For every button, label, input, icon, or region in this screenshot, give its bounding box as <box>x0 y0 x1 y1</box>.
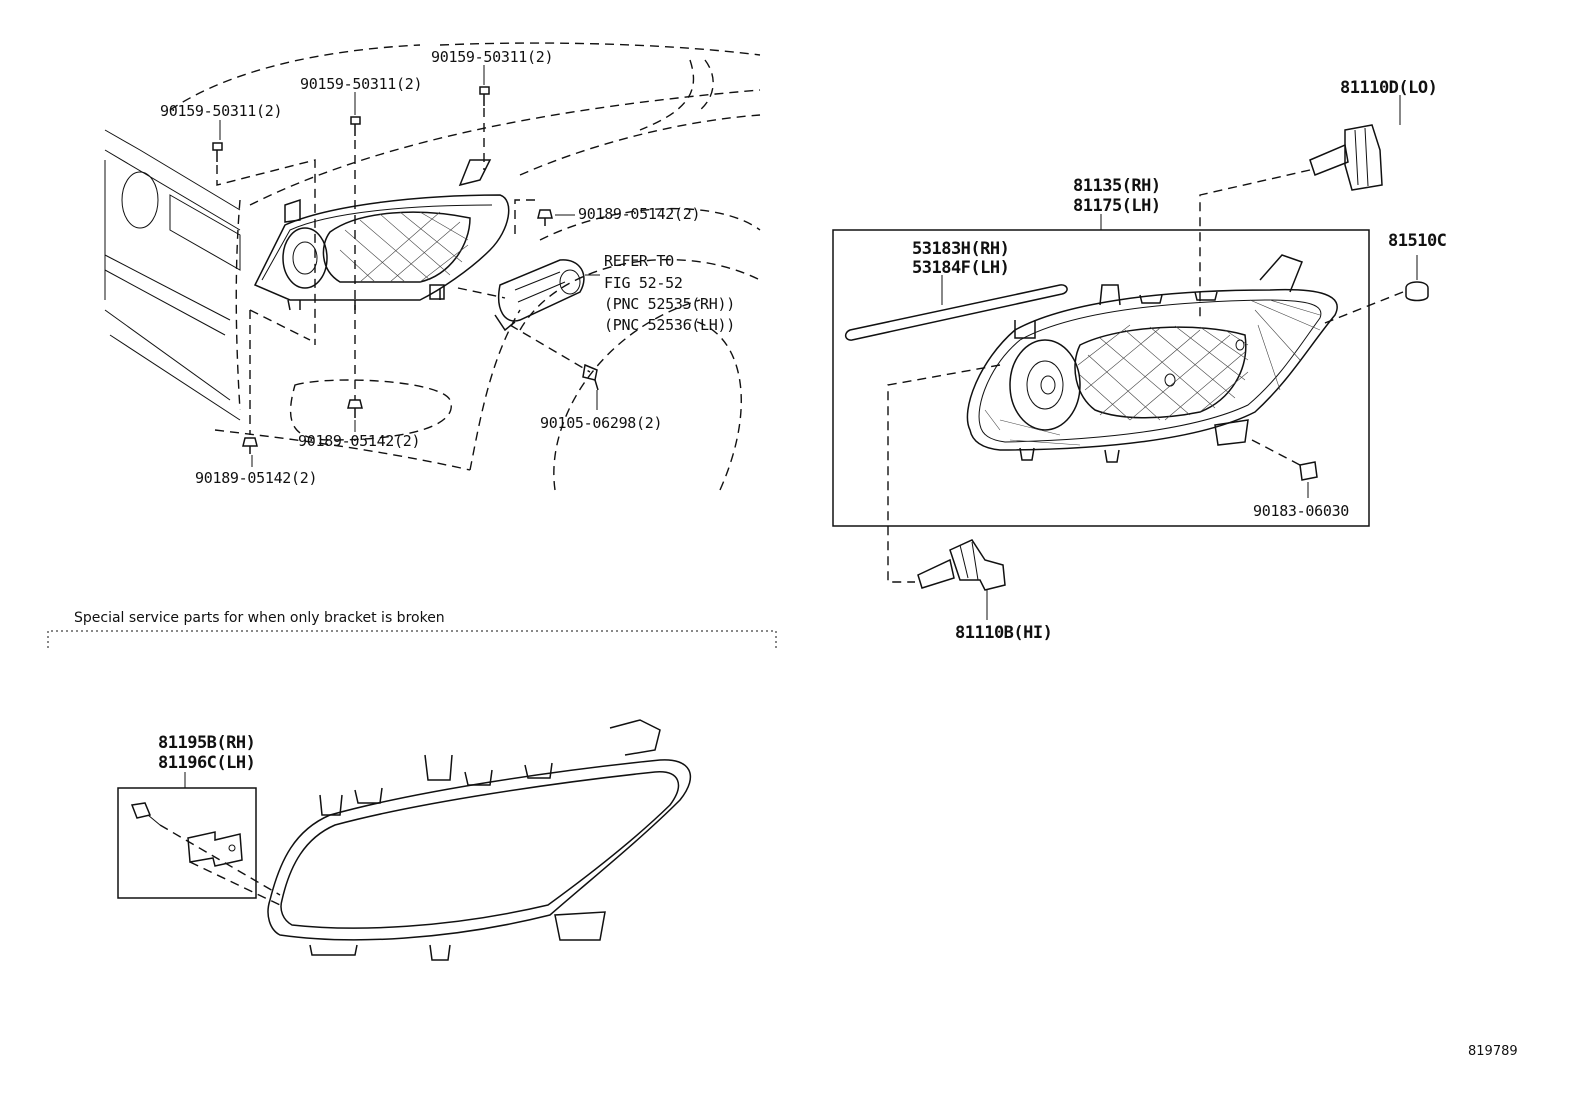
label-bolt-top-c: 90159-50311(2) <box>431 48 553 66</box>
label-nut-side: 90189-05142(2) <box>578 205 700 223</box>
label-refer-2: FIG 52-52 <box>604 274 683 292</box>
screw-icon <box>582 363 599 391</box>
bulb-lo-icon <box>1309 124 1383 191</box>
label-lamp-assy-rh: 81135(RH) <box>1073 176 1161 196</box>
screw-icon <box>212 142 223 162</box>
label-bulb-hi: 81110B(HI) <box>955 623 1052 643</box>
cap-icon <box>1405 281 1429 302</box>
screw-icon <box>479 86 490 106</box>
label-bolt-lower: 90105-06298(2) <box>540 414 662 432</box>
label-seal-rh: 53183H(RH) <box>912 239 1009 259</box>
bracket-kit <box>117 772 281 906</box>
bulb-hi-icon <box>917 539 1006 591</box>
callout-labels: 90159-50311(2) 90159-50311(2) 90159-5031… <box>74 48 1518 1059</box>
label-bracket-rh: 81195B(RH) <box>158 733 255 753</box>
label-nut-bottom: 90189-05142(2) <box>195 469 317 487</box>
headlamp-exploded-view <box>832 95 1429 620</box>
headlamp-lens-housing <box>267 719 691 961</box>
label-nut-center: 90189-05142(2) <box>298 432 420 450</box>
label-refer-4: (PNC 52536(LH)) <box>604 316 735 334</box>
label-refer-1: REFER TO <box>604 252 674 270</box>
nut-icon <box>242 437 258 454</box>
nut-icon <box>537 209 553 226</box>
label-lamp-assy-lh: 81175(LH) <box>1073 196 1161 216</box>
screw-icon <box>350 116 361 136</box>
figure-id: 819789 <box>1468 1044 1518 1059</box>
vehicle-front-illustration <box>104 42 761 491</box>
bracket-icon <box>187 831 243 867</box>
label-bolt-top-a: 90159-50311(2) <box>160 102 282 120</box>
label-bracket-lh: 81196C(LH) <box>158 753 255 773</box>
bracket-box <box>117 787 257 899</box>
special-parts-separator <box>47 630 777 648</box>
screw-icon <box>130 802 161 826</box>
label-cap: 81510C <box>1388 231 1446 251</box>
label-seal-lh: 53184F(LH) <box>912 258 1009 278</box>
nut-icon <box>347 399 363 418</box>
label-refer-3: (PNC 52535(RH)) <box>604 295 735 313</box>
label-bulb-lo: 81110D(LO) <box>1340 78 1437 98</box>
label-bolt-top-b: 90159-50311(2) <box>300 75 422 93</box>
clip-icon <box>1299 461 1318 481</box>
label-clip: 90183-06030 <box>1253 502 1349 520</box>
special-parts-note: Special service parts for when only brac… <box>74 610 445 626</box>
